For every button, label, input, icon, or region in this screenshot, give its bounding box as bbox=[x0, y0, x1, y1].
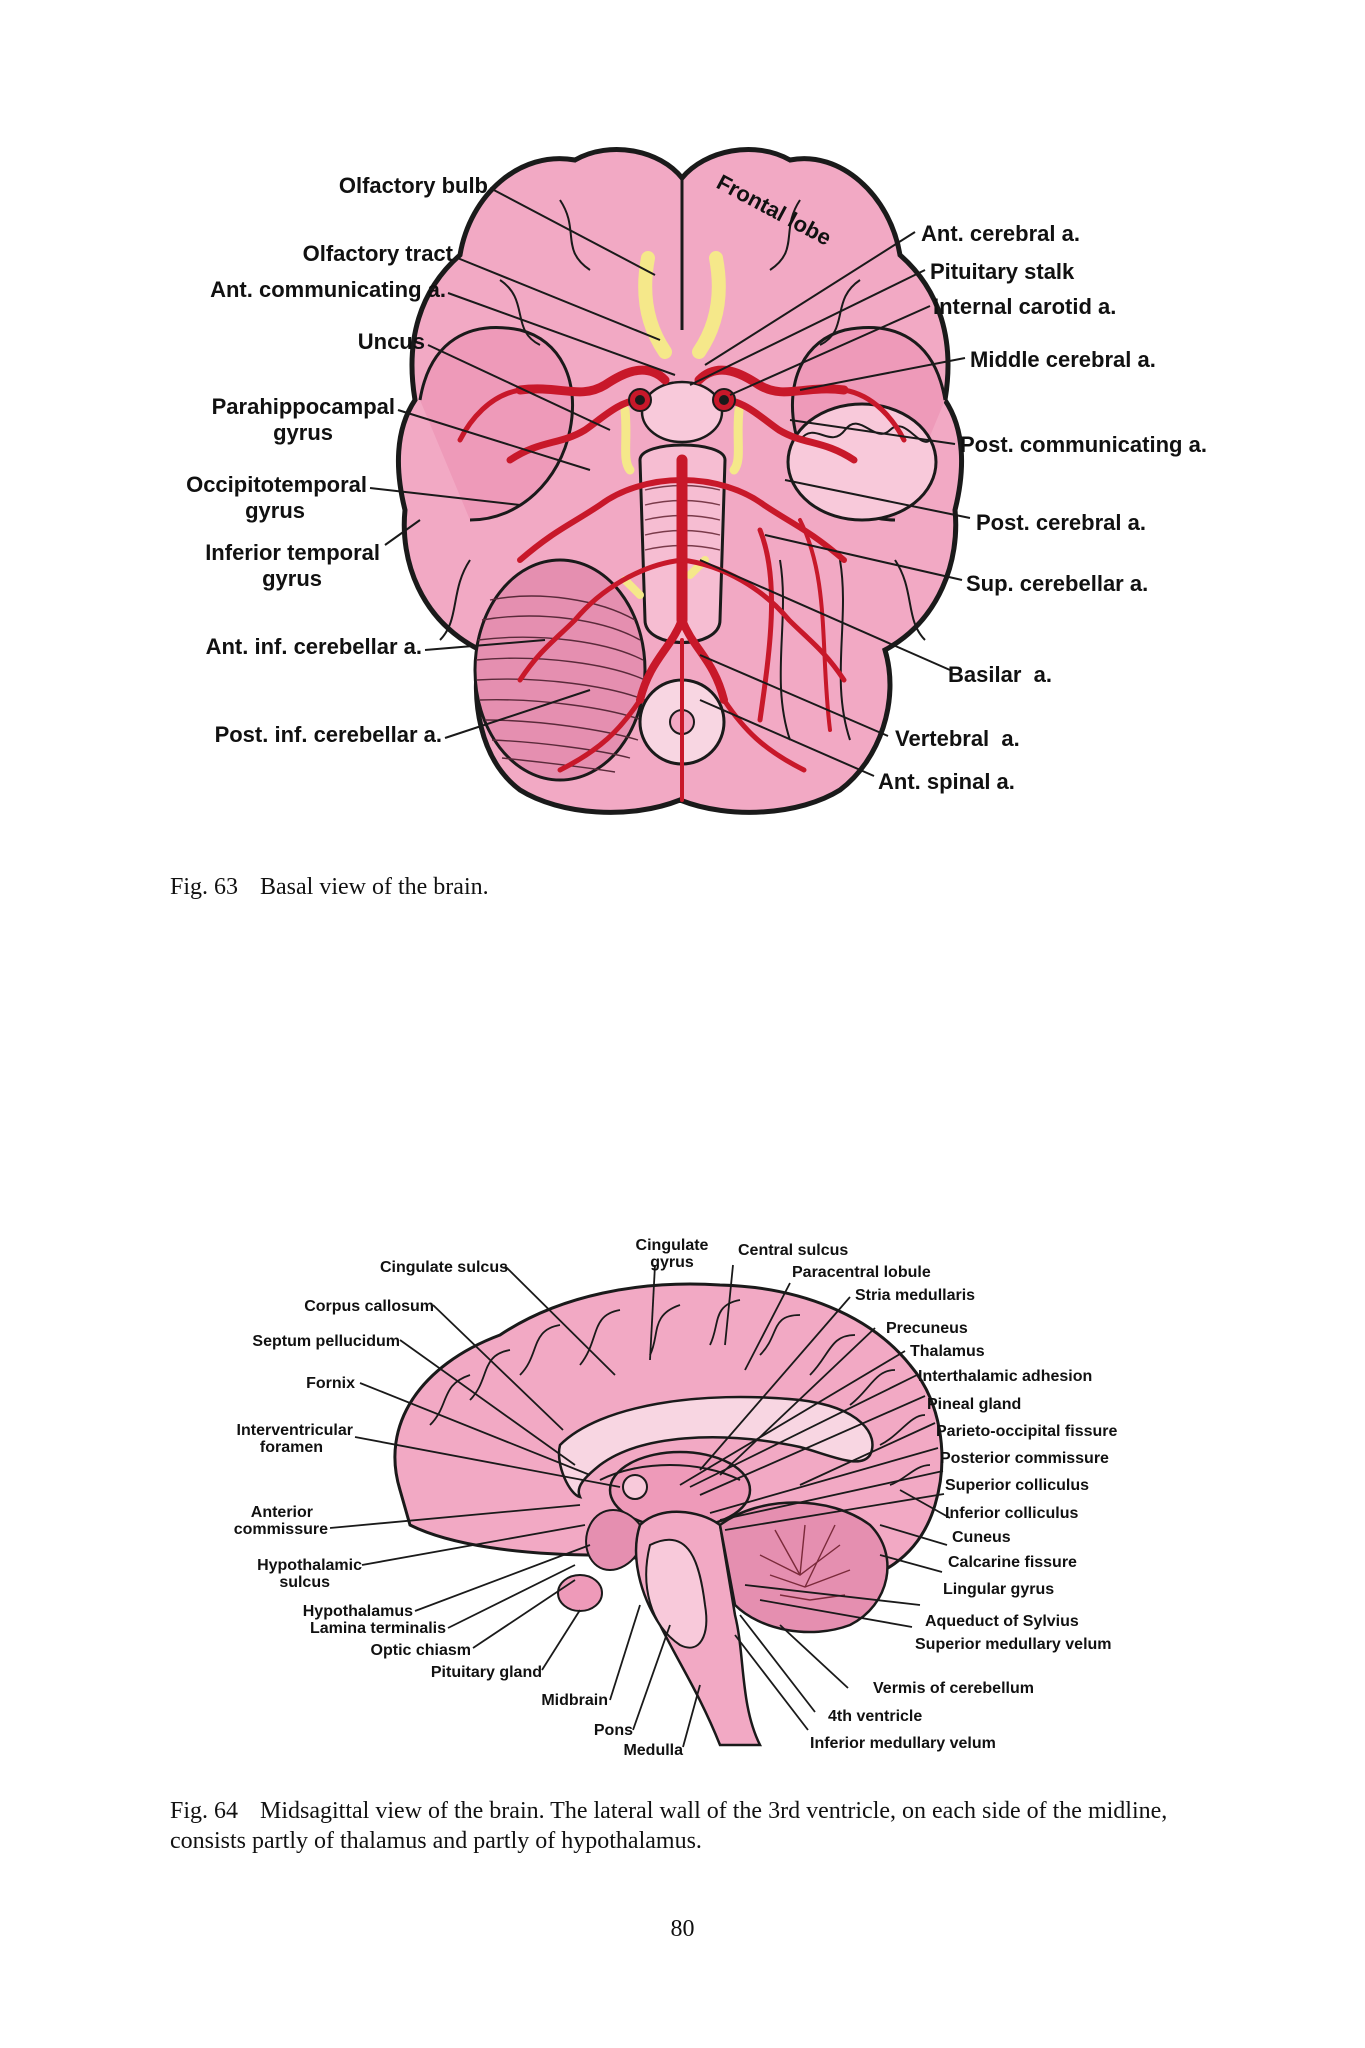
fig63-basal-view-illustration: Frontal lobe Olfactory bulb Olfactory tr… bbox=[186, 147, 1207, 815]
fig64-number: Fig. 64 bbox=[170, 1798, 239, 1824]
label-inferior-temporal-gyrus-2: gyrus bbox=[262, 566, 322, 591]
label-posterior-commissure: Posterior commissure bbox=[940, 1450, 1109, 1467]
label-basilar-artery: Basilar a. bbox=[948, 662, 1052, 687]
label-central-sulcus: Central sulcus bbox=[738, 1242, 848, 1259]
label-hypothalamus: Hypothalamus bbox=[303, 1603, 413, 1620]
label-hypothalamic-sulcus-2: sulcus bbox=[279, 1574, 330, 1591]
fig64-caption: Fig. 64 Midsagittal view of the brain. Th… bbox=[170, 1796, 1210, 1856]
label-lingular-gyrus: Lingular gyrus bbox=[943, 1581, 1054, 1598]
label-medulla: Medulla bbox=[623, 1742, 683, 1759]
label-olfactory-tract: Olfactory tract bbox=[303, 241, 454, 266]
fig63-number: Fig. 63 bbox=[170, 874, 239, 900]
fig63-leader-lines bbox=[369, 187, 971, 777]
fig64-caption-line2: consists partly of thalamus and partly o… bbox=[170, 1828, 702, 1854]
label-ant-spinal-artery: Ant. spinal a. bbox=[878, 769, 1015, 794]
label-optic-chiasm: Optic chiasm bbox=[371, 1642, 471, 1659]
label-4th-ventricle: 4th ventricle bbox=[828, 1708, 922, 1725]
fig63-caption-text: Basal view of the brain. bbox=[260, 874, 489, 900]
olfactory-tracts bbox=[620, 251, 744, 599]
fig63-caption: Fig. 63 Basal view of the brain. bbox=[170, 872, 489, 902]
label-pineal-gland: Pineal gland bbox=[927, 1396, 1021, 1413]
label-cuneus: Cuneus bbox=[952, 1529, 1011, 1546]
label-cingulate-gyrus: Cingulate bbox=[636, 1237, 709, 1254]
label-occipitotemporal-gyrus: Occipitotemporal bbox=[186, 472, 367, 497]
label-inferior-medullary-velum: Inferior medullary velum bbox=[810, 1735, 996, 1752]
label-middle-cerebral-artery: Middle cerebral a. bbox=[970, 347, 1156, 372]
label-vertebral-artery: Vertebral a. bbox=[895, 726, 1020, 751]
fig64-caption-text1: Midsagittal view of the brain. The later… bbox=[260, 1798, 1168, 1824]
label-parieto-occipital-fissure: Parieto-occipital fissure bbox=[936, 1423, 1117, 1440]
label-pituitary-stalk: Pituitary stalk bbox=[930, 259, 1075, 284]
label-pituitary-gland: Pituitary gland bbox=[431, 1664, 542, 1681]
label-interventricular-foramen-2: foramen bbox=[260, 1439, 323, 1456]
label-inferior-temporal-gyrus: Inferior temporal bbox=[205, 540, 380, 565]
carotid-dots bbox=[628, 388, 736, 412]
label-olfactory-bulb: Olfactory bulb bbox=[339, 173, 488, 198]
label-midbrain: Midbrain bbox=[541, 1692, 608, 1709]
label-cingulate-gyrus-2: gyrus bbox=[650, 1254, 694, 1271]
label-vermis-of-cerebellum: Vermis of cerebellum bbox=[873, 1680, 1034, 1697]
label-inferior-colliculus: Inferior colliculus bbox=[945, 1505, 1078, 1522]
label-aqueduct-of-sylvius: Aqueduct of Sylvius bbox=[925, 1613, 1079, 1630]
label-septum-pellucidum: Septum pellucidum bbox=[252, 1333, 400, 1350]
label-calcarine-fissure: Calcarine fissure bbox=[948, 1554, 1077, 1571]
label-stria-medullaris: Stria medullaris bbox=[855, 1287, 975, 1304]
fig64-caption-line1: Fig. 64 Midsagittal view of the brain. Th… bbox=[170, 1796, 1210, 1826]
label-precuneus: Precuneus bbox=[886, 1320, 968, 1337]
label-hypothalamic-sulcus: Hypothalamic bbox=[257, 1557, 362, 1574]
label-paracentral-lobule: Paracentral lobule bbox=[792, 1264, 931, 1281]
label-post-inf-cerebellar-artery: Post. inf. cerebellar a. bbox=[215, 722, 442, 747]
label-post-cerebral-artery: Post. cerebral a. bbox=[976, 510, 1146, 535]
label-post-communicating-artery: Post. communicating a. bbox=[960, 432, 1207, 457]
page-number: 80 bbox=[670, 1916, 695, 1942]
fig64-midsagittal-illustration: Cingulate gyrus Cingulate sulcus Corpus … bbox=[234, 1237, 1118, 1759]
label-corpus-callosum: Corpus callosum bbox=[304, 1298, 434, 1315]
label-parahippocampal-gyrus-2: gyrus bbox=[273, 420, 333, 445]
label-parahippocampal-gyrus: Parahippocampal bbox=[212, 394, 395, 419]
label-sup-cerebellar-artery: Sup. cerebellar a. bbox=[966, 571, 1148, 596]
label-cingulate-sulcus: Cingulate sulcus bbox=[380, 1259, 508, 1276]
arteries bbox=[457, 365, 907, 802]
label-fornix: Fornix bbox=[306, 1375, 355, 1392]
label-lamina-terminalis: Lamina terminalis bbox=[310, 1620, 446, 1637]
label-occipitotemporal-gyrus-2: gyrus bbox=[245, 498, 305, 523]
label-uncus: Uncus bbox=[358, 329, 425, 354]
label-interthalamic-adhesion: Interthalamic adhesion bbox=[918, 1368, 1092, 1385]
label-ant-communicating-artery: Ant. communicating a. bbox=[210, 277, 446, 302]
label-anterior-commissure-2: commissure bbox=[234, 1521, 328, 1538]
fig64-leader-lines bbox=[329, 1264, 951, 1748]
label-ant-inf-cerebellar-artery: Ant. inf. cerebellar a. bbox=[206, 634, 422, 659]
label-ant-cerebral-artery: Ant. cerebral a. bbox=[921, 221, 1080, 246]
label-superior-colliculus: Superior colliculus bbox=[945, 1477, 1089, 1494]
label-interventricular-foramen: Interventricular bbox=[237, 1422, 353, 1439]
label-pons: Pons bbox=[594, 1722, 633, 1739]
label-superior-medullary-velum: Superior medullary velum bbox=[915, 1636, 1112, 1653]
label-internal-carotid-artery: Internal carotid a. bbox=[933, 294, 1116, 319]
label-thalamus: Thalamus bbox=[910, 1343, 985, 1360]
label-anterior-commissure: Anterior bbox=[251, 1504, 313, 1521]
